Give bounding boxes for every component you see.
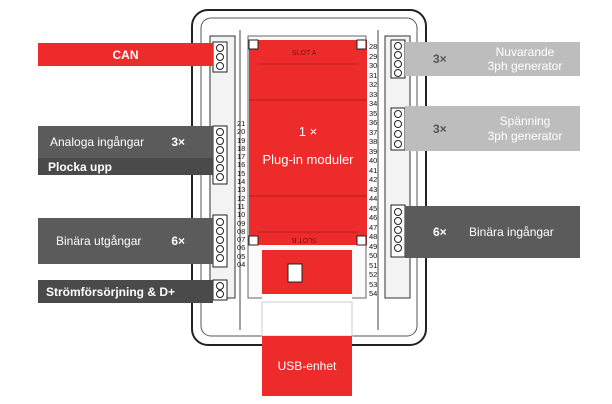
analoga-ingangar-label: Analoga ingångar 3× [38,126,213,158]
terminal-number: 31 [369,70,378,80]
terminal-number: 16 [237,160,246,170]
terminal-number: 42 [369,175,378,184]
plocka-upp-label: Plocka upp [38,158,213,175]
terminal-number: 35 [369,108,378,118]
terminal-number: 33 [369,89,378,99]
stromforsorjning-label: Strömförsörjning & D+ [38,280,213,303]
terminal-number: 37 [369,127,378,137]
usb-area [262,250,352,294]
terminal-number: 18 [237,143,246,153]
plugin-label: Plug-in moduler [262,152,354,167]
terminal-number: 41 [369,165,378,175]
plugin-module-area [249,40,367,245]
terminal-number: 06 [237,243,246,253]
terminal-number: 17 [237,152,246,162]
terminal-number: 40 [369,156,378,165]
terminal-number: 13 [237,185,246,195]
terminal-number: 09 [237,218,246,228]
terminal-number: 19 [237,135,246,145]
binara-in-count: 6× [433,225,447,239]
can-text: CAN [112,47,139,62]
nuvarande-line1: Nuvarande [495,45,555,59]
terminal-number: 21 [237,119,246,128]
binara-ut-text: Binära utgångar [56,234,142,248]
terminal-number: 29 [369,51,378,61]
spanning-line2: 3ph generator [487,128,563,143]
terminal-number: 48 [369,232,378,241]
terminal-number: 36 [369,118,378,127]
strom-text: Strömförsörjning & D+ [46,284,176,299]
nuvarande-count: 3× [433,52,447,66]
terminal-number: 11 [237,201,245,211]
nuvarande-line2: 3ph generator [487,59,563,73]
terminal-number: 54 [369,289,378,298]
spanning-count: 3× [433,121,447,136]
slot-b-label: SLOT B [292,236,317,243]
binara-in-text: Binära ingångar [469,225,554,239]
terminal-number: 39 [369,146,378,156]
plocka-text: Plocka upp [48,159,113,174]
terminal-number: 44 [369,194,378,203]
usb-enhet-label: USB-enhet [262,336,352,396]
usb-text: USB-enhet [277,359,337,373]
terminal-number: 46 [369,213,378,222]
slot-a-label: SLOT A [292,50,317,57]
terminal-number: 43 [369,184,378,194]
spanning-line1: Spänning [499,113,551,128]
terminal-number: 49 [369,241,378,251]
terminal-number: 47 [369,222,378,232]
usb-port-icon [287,263,303,283]
spanning-generator-label: 3× Spänning 3ph generator [405,106,580,151]
terminal-number: 50 [369,251,378,260]
terminal-number: 20 [237,127,246,137]
terminal-number: 53 [369,279,378,289]
terminal-number: 28 [369,42,378,51]
terminal-number: 51 [369,260,378,270]
terminal-number: 05 [237,251,246,261]
terminal-number: 04 [237,260,246,270]
binara-ut-count: 6× [171,234,185,248]
terminal-number: 15 [237,168,246,178]
terminal-number: 34 [369,99,378,108]
analoga-count: 3× [171,135,185,149]
right-terminal-numbers: 28 29 30 31 32 33 34 35 36 37 38 39 40 4… [369,42,381,299]
terminal-number: 45 [369,203,378,213]
terminal-number: 12 [237,193,246,203]
terminal-number: 52 [369,270,378,279]
terminal-number: 14 [237,177,246,187]
terminal-number: 10 [237,210,246,220]
terminal-number: 38 [369,137,378,146]
binara-ingangar-label: 6× Binära ingångar [405,206,580,258]
plugin-count: 1 × [298,124,318,139]
binara-utgangar-label: Binära utgångar 6× [38,218,213,264]
analoga-text: Analoga ingångar [50,135,145,149]
can-label: CAN [38,43,213,66]
terminal-number: 32 [369,80,378,89]
nuvarande-generator-label: 3× Nuvarande 3ph generator [405,42,580,76]
terminal-number: 07 [237,235,246,245]
terminal-number: 30 [369,61,378,70]
terminal-number: 08 [237,226,246,236]
left-terminal-numbers: 21 20 19 18 17 16 15 14 13 12 11 10 09 0… [237,119,249,270]
